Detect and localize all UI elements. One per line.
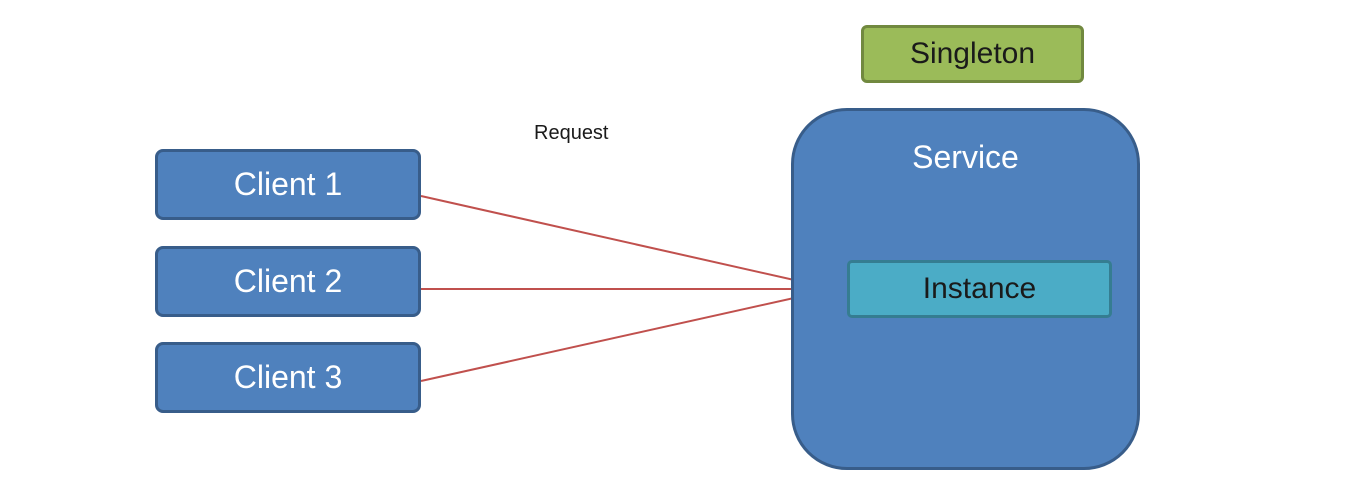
singleton-badge: Singleton	[861, 25, 1084, 83]
client-1-label: Client 1	[233, 166, 343, 202]
service-label: Service	[912, 139, 1019, 175]
singleton-label: Singleton	[909, 37, 1036, 70]
client-1-box: Client 1	[155, 149, 421, 220]
client-2-box: Client 2	[155, 246, 421, 317]
instance-box: Instance	[847, 260, 1112, 318]
instance-label: Instance	[922, 272, 1037, 305]
client-3-box: Client 3	[155, 342, 421, 413]
arrow-line-client-1	[420, 195, 813, 285]
request-label: Request	[534, 122, 609, 144]
client-2-label: Client 2	[233, 263, 343, 299]
arrow-line-client-3	[420, 293, 813, 382]
client-3-label: Client 3	[233, 359, 343, 395]
